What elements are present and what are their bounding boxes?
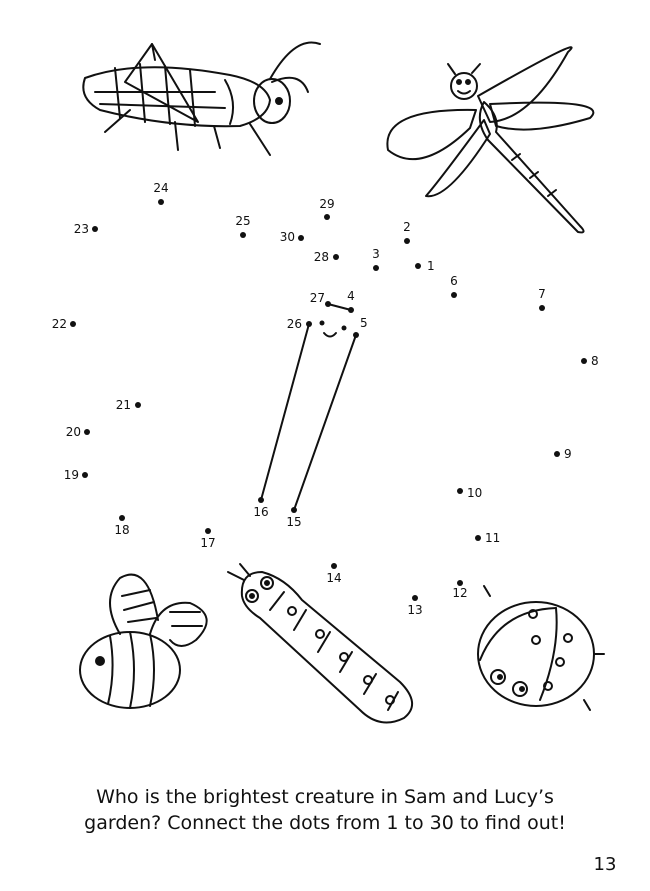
dot-11 [475,535,481,541]
dot-label-23: 23 [74,222,89,236]
caption-line-1: Who is the brightest creature in Sam and… [96,786,554,808]
dot-label-9: 9 [564,447,572,461]
dot-1 [415,263,421,269]
dot-label-18: 18 [114,523,129,537]
dot-label-19: 19 [64,468,79,482]
dot-label-22: 22 [52,317,67,331]
dot-label-11: 11 [485,531,500,545]
dot-29 [324,214,330,220]
dot-to-dot-points: 1234567891011121314151617181920212223242… [52,181,599,617]
dot-label-20: 20 [66,425,81,439]
dot-22 [70,321,76,327]
dot-label-25: 25 [235,214,250,228]
dot-label-14: 14 [326,571,341,585]
dot-label-28: 28 [314,250,329,264]
dot-8 [581,358,587,364]
dot-label-26: 26 [287,317,302,331]
dot-9 [554,451,560,457]
dot-label-27: 27 [310,291,325,305]
dot-17 [205,528,211,534]
dot-label-6: 6 [450,274,458,288]
dot-24 [158,199,164,205]
dot-26 [306,321,312,327]
instructions-caption: Who is the brightest creature in Sam and… [0,784,650,836]
dot-label-15: 15 [286,515,301,529]
dragonfly-icon [386,46,595,234]
dot-18 [119,515,125,521]
dot-12 [457,580,463,586]
dot-7 [539,305,545,311]
dot-5 [353,332,359,338]
dot-2 [404,238,410,244]
caterpillar-icon [227,563,413,724]
dot-3 [373,265,379,271]
face-eye-left [319,320,325,326]
dot-21 [135,402,141,408]
dot-label-8: 8 [591,354,599,368]
dot-20 [84,429,90,435]
connected-dot-lines [260,303,357,511]
dot-23 [92,226,98,232]
dot-15 [291,507,297,513]
dot-28 [333,254,339,260]
dot-4 [348,307,354,313]
dot-14 [331,563,337,569]
dot-label-12: 12 [452,586,467,600]
dot-10 [457,488,463,494]
caption-line-2: garden? Connect the dots from 1 to 30 to… [84,812,566,834]
dot-label-21: 21 [116,398,131,412]
ladybug-icon [477,585,605,711]
dot-label-2: 2 [403,220,411,234]
dot-13 [412,595,418,601]
dot-label-17: 17 [200,536,215,550]
dot-label-4: 4 [347,289,355,303]
dot-25 [240,232,246,238]
bee-icon [79,573,208,709]
dot-27 [325,301,331,307]
dot-label-7: 7 [538,287,546,301]
dot-6 [451,292,457,298]
dot-label-3: 3 [372,247,380,261]
face-eye-right [341,325,347,331]
dot-30 [298,235,304,241]
dot-19 [82,472,88,478]
dot-label-13: 13 [407,603,422,617]
dot-label-24: 24 [153,181,168,195]
dot-label-30: 30 [280,230,295,244]
dot-16 [258,497,264,503]
dot-label-16: 16 [253,505,268,519]
grasshopper-icon [82,41,321,156]
dot-label-29: 29 [319,197,334,211]
dot-label-1: 1 [427,259,435,273]
dot-label-5: 5 [360,316,368,330]
dot-label-10: 10 [467,486,482,500]
page-number: 13 [593,854,617,875]
